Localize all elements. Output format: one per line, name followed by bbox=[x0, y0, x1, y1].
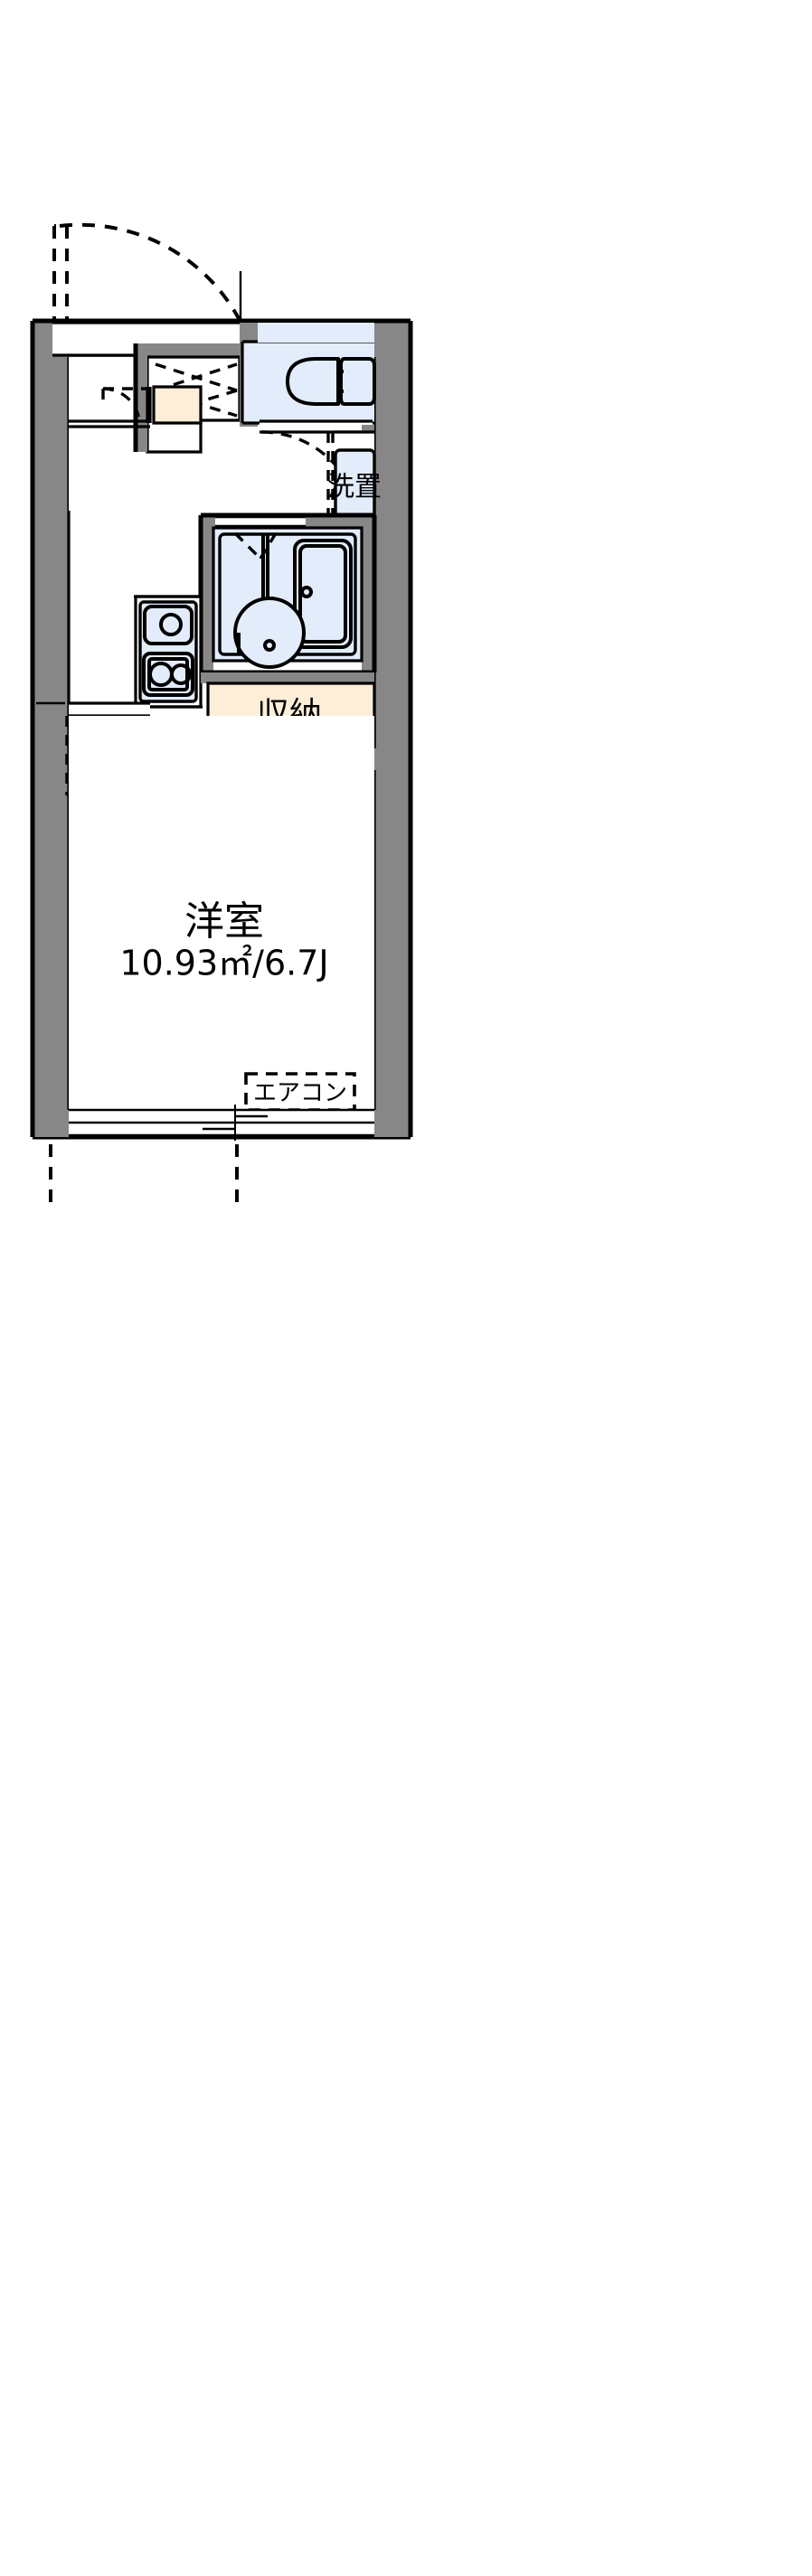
kitchen bbox=[134, 595, 203, 709]
shoe-box bbox=[101, 385, 203, 425]
aircon-tag: エアコン bbox=[244, 1072, 356, 1112]
aircon-label: エアコン bbox=[253, 1080, 347, 1107]
kitchen-sink-fixture bbox=[143, 605, 194, 645]
unit-bath bbox=[198, 512, 377, 675]
main-room-name: 洋室 bbox=[184, 898, 264, 945]
bathtub-fixture bbox=[293, 539, 353, 649]
balcony-window bbox=[30, 1105, 413, 1141]
hall-wet-strip bbox=[258, 323, 374, 343]
laundry-label: 洗置 bbox=[327, 472, 382, 503]
balcony-extension-lines bbox=[49, 1144, 239, 1208]
entrance-door bbox=[52, 222, 244, 357]
hall-floor-edge bbox=[69, 419, 150, 428]
main-room: 洋室 10.93㎡/6.7J bbox=[69, 716, 374, 1121]
main-room-area: 10.93㎡/6.7J bbox=[119, 944, 328, 983]
wash-basin-fixture bbox=[233, 533, 306, 669]
laundry-area: 洗置 bbox=[326, 425, 382, 522]
toilet-bowl-fixture bbox=[286, 357, 376, 406]
bath-door-symbol bbox=[233, 531, 278, 560]
gas-stove-fixture bbox=[142, 652, 194, 697]
